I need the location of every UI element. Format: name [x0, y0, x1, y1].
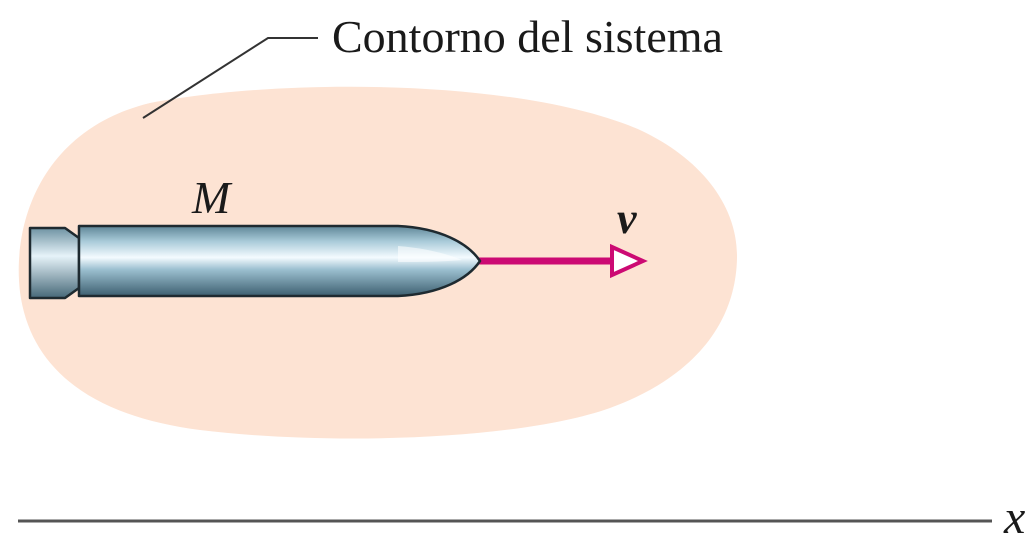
velocity-vector — [470, 243, 648, 279]
mass-label: M — [191, 172, 233, 223]
open-arrowhead-icon — [610, 243, 648, 279]
bullet-nose-highlight — [398, 246, 462, 262]
bullet-body — [77, 224, 482, 298]
bullet-icon — [28, 224, 482, 300]
x-axis-label: x — [1003, 491, 1025, 540]
velocity-label: v — [617, 194, 637, 243]
bullet-tail — [28, 226, 81, 300]
boundary-leader-line — [142, 37, 318, 119]
boundary-label: Contorno del sistema — [332, 11, 723, 62]
